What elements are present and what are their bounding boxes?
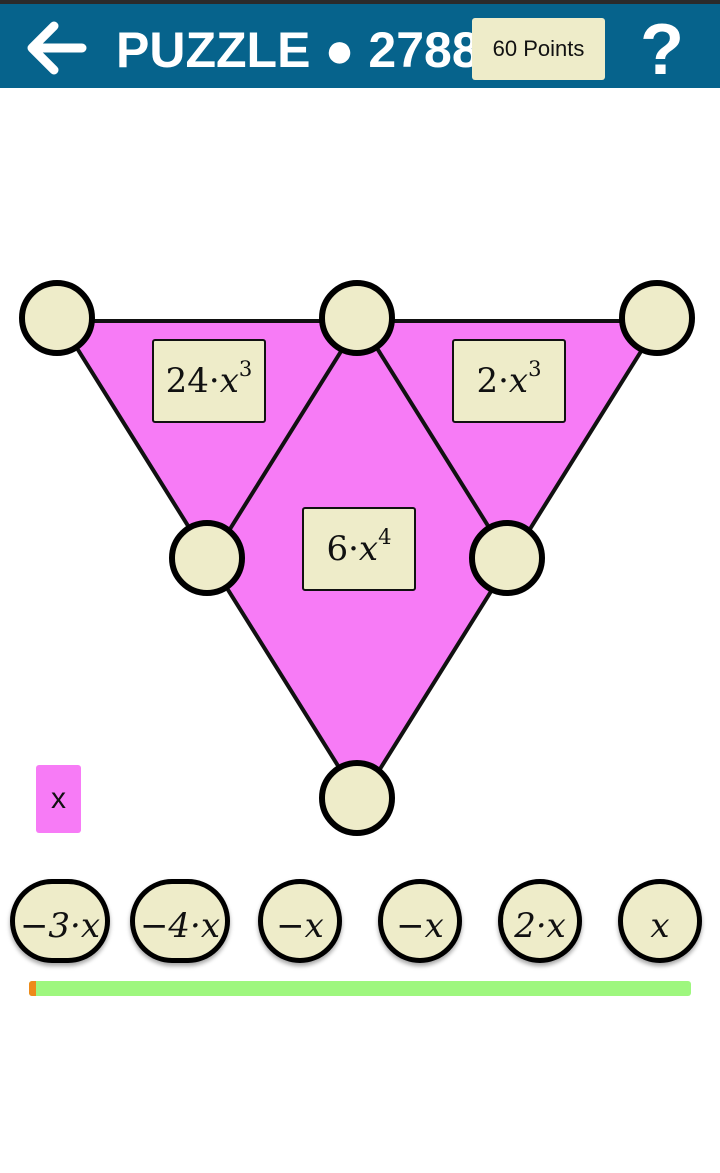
face-exponent: 3 bbox=[238, 356, 253, 382]
inner-edge-left bbox=[208, 319, 362, 563]
tile-option[interactable]: −3·x bbox=[10, 879, 110, 963]
face-product-center: 6·x4 bbox=[302, 507, 416, 591]
tile-option[interactable]: −x bbox=[258, 879, 342, 963]
inner-edge-right bbox=[358, 319, 512, 563]
node-bottom[interactable] bbox=[319, 760, 395, 836]
face-variable: x bbox=[508, 361, 529, 401]
help-button[interactable]: ? bbox=[640, 10, 684, 90]
status-strip bbox=[0, 0, 720, 4]
back-button[interactable] bbox=[26, 20, 90, 76]
node-middle-right[interactable] bbox=[469, 520, 545, 596]
tile-option[interactable]: −x bbox=[378, 879, 462, 963]
page-title: PUZZLE ● 2788 bbox=[116, 22, 480, 78]
app-header: PUZZLE ● 2788 60 Points ? bbox=[0, 4, 720, 88]
face-coefficient: 2· bbox=[476, 361, 509, 401]
tile-option[interactable]: x bbox=[618, 879, 702, 963]
face-variable: x bbox=[219, 361, 239, 401]
node-top-right[interactable] bbox=[619, 280, 695, 356]
variable-tag: x bbox=[36, 765, 81, 833]
face-exponent: 3 bbox=[528, 356, 542, 382]
tile-option[interactable]: −4·x bbox=[130, 879, 230, 963]
points-badge: 60 Points bbox=[472, 18, 605, 80]
node-top-middle[interactable] bbox=[319, 280, 395, 356]
progress-bar bbox=[29, 981, 691, 996]
progress-fill bbox=[29, 981, 37, 996]
tile-option[interactable]: 2·x bbox=[498, 879, 582, 963]
arrow-left-icon bbox=[27, 21, 87, 75]
face-coefficient: 6· bbox=[326, 529, 359, 569]
face-exponent: 4 bbox=[378, 524, 392, 550]
face-variable: x bbox=[358, 529, 379, 569]
node-top-left[interactable] bbox=[19, 280, 95, 356]
face-product-top-left: 24·x3 bbox=[152, 339, 266, 423]
node-middle-left[interactable] bbox=[169, 520, 245, 596]
face-coefficient: 24· bbox=[165, 361, 220, 401]
face-product-top-right: 2·x3 bbox=[452, 339, 566, 423]
